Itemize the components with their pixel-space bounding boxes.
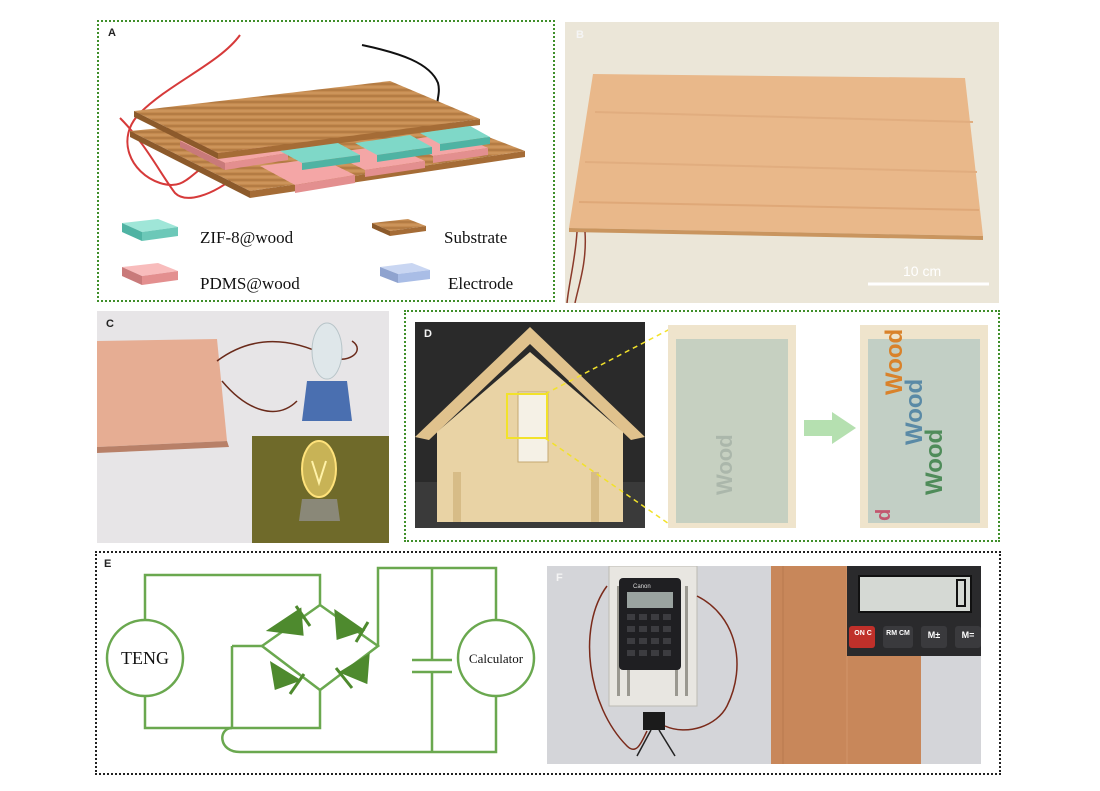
legend-swatch-zif [122,219,178,241]
panel-c-photo [97,311,389,543]
calc-key-meq: M= [961,630,975,640]
legend-swatch-pdms [122,263,178,285]
panel-a-frame [97,20,555,302]
panel-b-letter: B [576,29,584,41]
calc-key-on: ON C [854,630,872,637]
panel-d-window-before: Wood [668,325,796,528]
bridge-rectifier [643,712,665,730]
calc-key-rm: RM CM [886,630,910,637]
lit-bulb [301,440,337,498]
panel-e-letter: E [104,558,112,570]
zoom-lines [544,327,673,527]
legend-label-pdms: PDMS@wood [200,274,300,293]
scale-bar-label: 10 cm [903,263,942,279]
panel-d-frame [404,310,1000,542]
legend-label-zif: ZIF-8@wood [200,228,294,247]
calculator-label: Calculator [469,651,524,666]
teng-wood-sheet [97,339,227,447]
arrow-icon [804,412,856,444]
wood-word-blue: Wood [901,379,928,445]
red-wire [126,34,241,186]
house-window [517,391,549,463]
legend-label-electrode: Electrode [448,274,514,293]
panel-c-letter: C [106,318,114,330]
panel-b-photo [565,22,999,303]
panel-d-window-after: Wood Wood Wood d [860,325,988,528]
panel-d-letter: D [424,328,432,340]
diode-1 [265,605,312,636]
teng-label: TENG [121,648,169,668]
diode-3 [269,660,306,695]
house-roof [415,327,645,440]
diode-4 [334,653,370,689]
small-calculator [619,578,681,670]
svg-text:d: d [873,509,895,521]
diode-2 [334,608,370,643]
wood-veneer-sheet [569,74,983,236]
panel-d-house-photo [415,322,645,528]
panel-a-illustration [119,34,525,285]
svg-text:Wood: Wood [712,434,737,495]
calc-key-mplus: M± [927,630,941,640]
wood-word-orange: Wood [881,329,908,395]
panel-f-photo: Canon [547,566,981,764]
legend-swatch-electrode [380,263,430,283]
legend-swatch-substrate [372,219,426,236]
calc-brand-text: Canon [633,584,651,590]
highlight-box [506,393,548,439]
panel-f-letter: F [556,572,563,584]
panel-a-letter: A [108,27,116,39]
bulb-glass [311,322,343,380]
legend-label-substrate: Substrate [444,228,508,247]
panel-e-frame [95,551,1001,775]
rectifier-circuit: TENG Calculator [105,566,536,754]
wood-word-green: Wood [921,429,948,495]
